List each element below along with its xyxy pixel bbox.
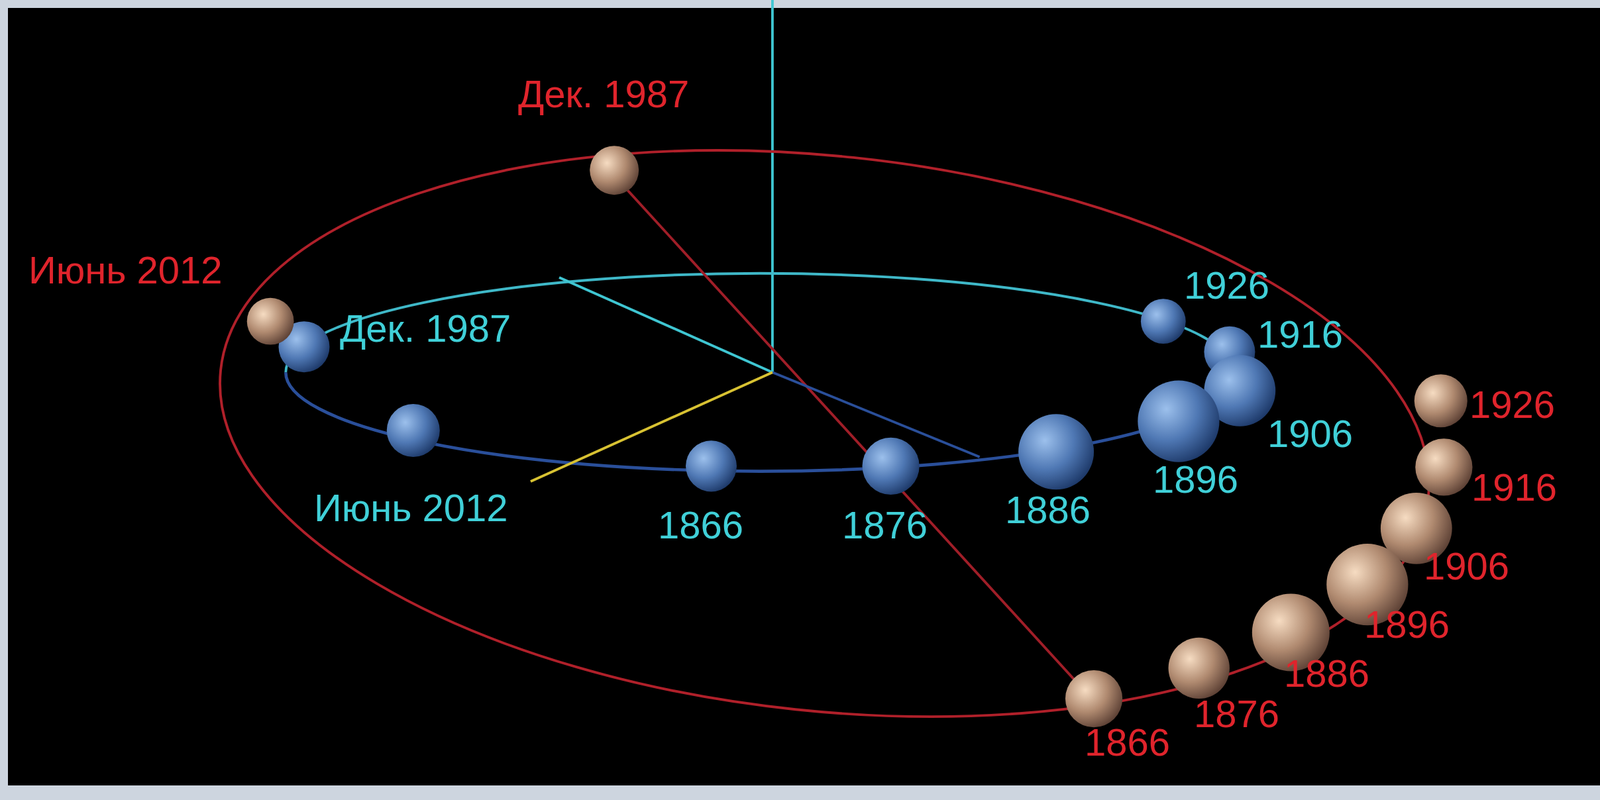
year-label: 1866 <box>657 506 744 545</box>
space-background <box>7 7 1600 786</box>
year-label: Июнь 2012 <box>314 488 509 528</box>
year-label: 1906 <box>1267 414 1353 454</box>
year-label: 1866 <box>1084 723 1171 762</box>
year-label: Дек. 1987 <box>339 309 511 348</box>
year-label: 1896 <box>1152 460 1239 499</box>
pluto-positions <box>247 145 1473 728</box>
neptune-orbit-far <box>285 273 1235 373</box>
year-label: 1916 <box>1257 315 1343 354</box>
year-label: 1886 <box>1005 490 1091 530</box>
pluto-node-line <box>612 173 1090 697</box>
year-label: 1876 <box>842 506 928 545</box>
year-label: Дек. 1987 <box>518 74 690 114</box>
axis-line <box>771 0 774 373</box>
year-label: 1916 <box>1471 468 1557 507</box>
neptune-radius <box>559 277 773 373</box>
year-label: 1886 <box>1283 654 1370 694</box>
year-label: 1876 <box>1193 694 1280 734</box>
year-label: 1926 <box>1469 385 1555 425</box>
year-label: 1926 <box>1183 266 1270 305</box>
year-label: 1896 <box>1364 605 1450 644</box>
pluto-orbit <box>191 94 1457 774</box>
year-label: 1906 <box>1423 547 1510 586</box>
year-label: Июнь 2012 <box>28 251 223 290</box>
neptune-positions <box>278 298 1276 495</box>
